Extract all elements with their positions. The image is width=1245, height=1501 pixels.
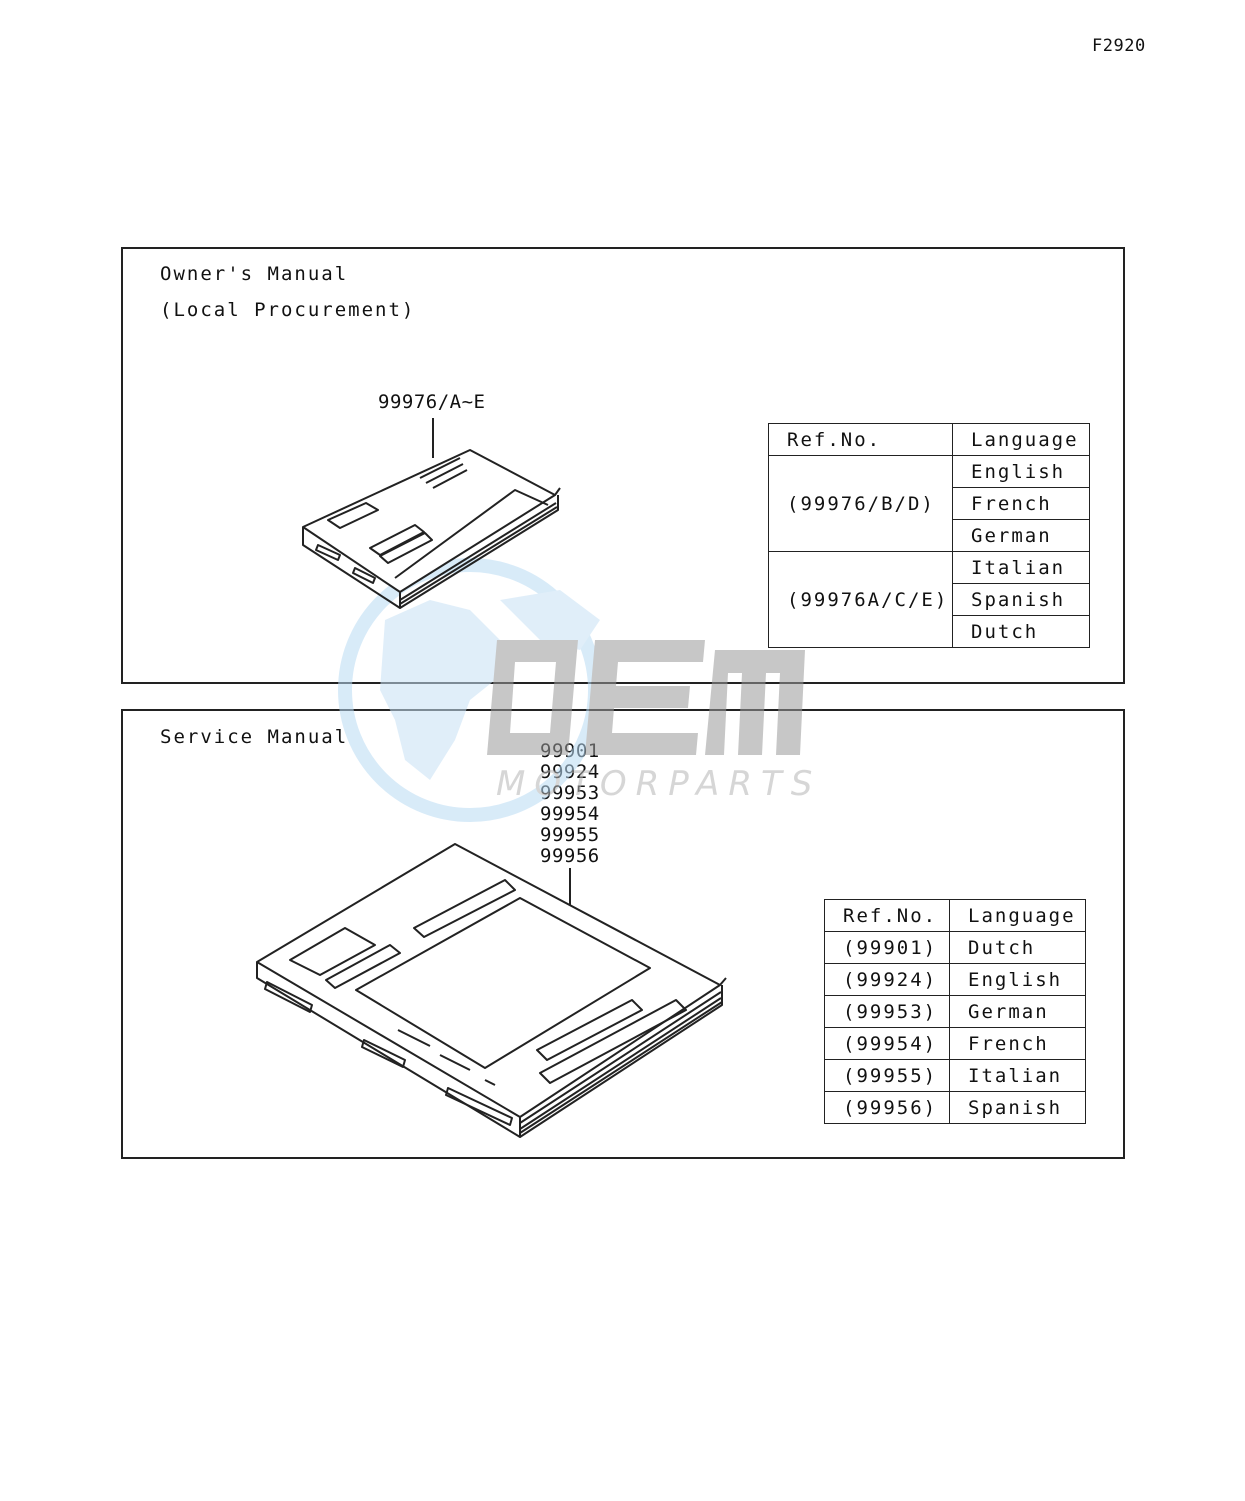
table-header-row: Ref.No. Language xyxy=(824,899,1086,932)
watermark-continent xyxy=(380,600,500,780)
service-manual-part-labels: 99901 99924 99953 99954 99955 99956 xyxy=(540,741,600,867)
owners-manual-title: Owner's Manual xyxy=(160,263,349,285)
table-row: Dutch xyxy=(769,615,1090,648)
language-header: Language xyxy=(949,899,1086,932)
language-cell: German xyxy=(949,995,1086,1028)
owners-manual-panel xyxy=(121,247,1125,684)
table-row: (99956) Spanish xyxy=(824,1091,1086,1124)
table-header-row: Ref.No. Language xyxy=(768,423,1090,456)
language-cell: Spanish xyxy=(952,583,1090,616)
owners-manual-ref-table: Ref.No. Language (99976/B/D) English Fre… xyxy=(768,423,1090,648)
ref-no-cell: (99976/B/D) xyxy=(768,455,953,552)
language-cell: Italian xyxy=(952,551,1090,584)
part-label[interactable]: 99956 xyxy=(540,845,600,867)
owners-manual-part-label[interactable]: 99976/A~E xyxy=(378,391,486,413)
ref-no-cell: (99956) xyxy=(824,1091,950,1124)
language-cell: Spanish xyxy=(949,1091,1086,1124)
ref-no-header: Ref.No. xyxy=(824,899,950,932)
table-row: (99953) German xyxy=(824,995,1086,1028)
language-cell: Dutch xyxy=(949,931,1086,964)
service-manual-panel xyxy=(121,709,1125,1159)
ref-no-cell: (99976A/C/E) xyxy=(768,551,953,648)
table-row: (99954) French xyxy=(824,1027,1086,1060)
language-cell: English xyxy=(952,455,1090,488)
table-row: (99924) English xyxy=(824,963,1086,996)
language-cell: Dutch xyxy=(952,615,1090,648)
ref-no-header: Ref.No. xyxy=(768,423,953,456)
owners-manual-subtitle: (Local Procurement) xyxy=(160,299,416,321)
watermark-continent xyxy=(500,590,600,650)
part-label[interactable]: 99954 xyxy=(540,803,600,825)
part-label[interactable]: 99955 xyxy=(540,824,600,846)
language-cell: French xyxy=(952,487,1090,520)
service-manual-ref-table: Ref.No. Language (99901) Dutch (99924) E… xyxy=(824,899,1086,1124)
ref-no-cell: (99901) xyxy=(824,931,950,964)
ref-no-cell: (99924) xyxy=(824,963,950,996)
table-row: (99976A/C/E) Italian xyxy=(768,551,1090,648)
language-cell: French xyxy=(949,1027,1086,1060)
watermark-sub-text: MOTORPARTS xyxy=(496,764,821,804)
table-row: (99901) Dutch xyxy=(824,931,1086,964)
ref-no-cell: (99954) xyxy=(824,1027,950,1060)
table-row: Spanish xyxy=(769,583,1090,616)
table-row: French xyxy=(769,487,1090,520)
service-manual-title: Service Manual xyxy=(160,726,349,748)
figure-code: F2920 xyxy=(1092,36,1146,56)
watermark-logo: MOTORPARTS xyxy=(338,558,821,822)
owners-manual-book xyxy=(302,418,561,609)
table-row: (99976/B/D) English xyxy=(768,455,1090,552)
watermark-brand-letters xyxy=(487,640,805,755)
service-manual-book xyxy=(256,843,727,1138)
ref-no-cell: (99953) xyxy=(824,995,950,1028)
